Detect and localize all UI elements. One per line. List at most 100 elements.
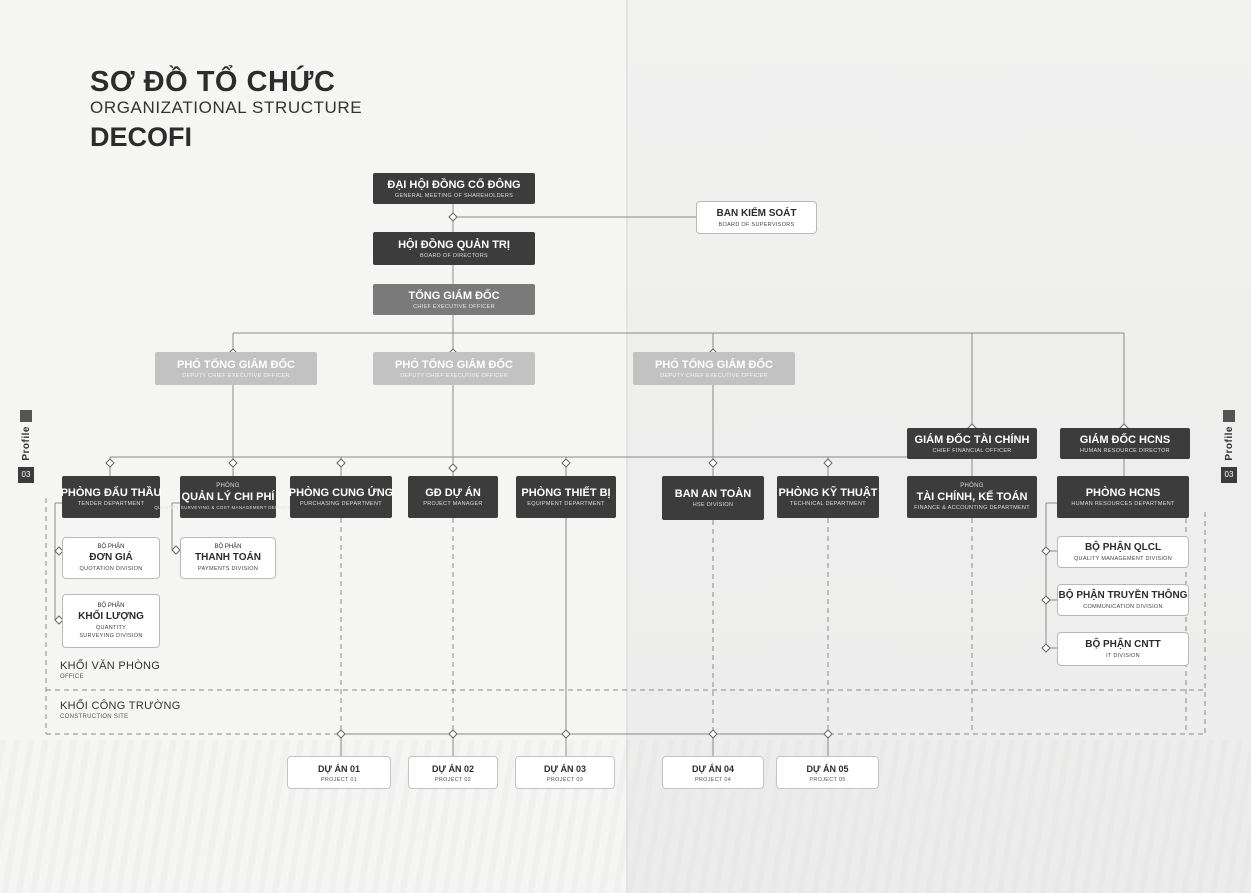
node-label: BỘ PHẬN TRUYỀN THÔNG [1058, 590, 1188, 601]
node-it-division: BỘ PHẬN CNTT IT DIVISION [1057, 632, 1189, 666]
node-sublabel: BOARD OF DIRECTORS [420, 252, 488, 259]
node-label: ĐẠI HỘI ĐỒNG CỔ ĐÔNG [387, 178, 521, 191]
node-label: PHÓ TỔNG GIÁM ĐỐC [395, 358, 513, 371]
node-equipment: PHÒNG THIẾT BỊ EQUIPMENT DEPARTMENT [516, 476, 616, 518]
page-title: SƠ ĐỒ TỔ CHỨC [90, 66, 336, 98]
node-label: PHÒNG ĐẤU THẦU [60, 487, 162, 499]
node-finance: PHÒNG TÀI CHÍNH, KẾ TOÁN FINANCE & ACCOU… [907, 476, 1037, 518]
node-project-manager: GĐ DỰ ÁN PROJECT MANAGER [408, 476, 498, 518]
right-tab-number: 03 [1221, 466, 1237, 483]
node-sublabel: PROJECT MANAGER [423, 501, 483, 507]
node-supervisors: BAN KIỂM SOÁT BOARD OF SUPERVISORS [696, 201, 817, 234]
node-label: TỔNG GIÁM ĐỐC [408, 289, 500, 302]
node-sublabel: COMMUNICATION DIVISION [1083, 604, 1163, 610]
node-cost-management: PHÒNG QUẢN LÝ CHI PHÍ QUANTITY SURVEYING… [154, 476, 302, 518]
node-project: DỰ ÁN 02 PROJECT 02 [408, 756, 498, 789]
node-project: DỰ ÁN 01 PROJECT 01 [287, 756, 391, 789]
page-fold [626, 0, 628, 893]
node-board: HỘI ĐỒNG QUẢN TRỊ BOARD OF DIRECTORS [373, 232, 535, 265]
left-profile-tab[interactable]: Profile 03 [18, 410, 34, 483]
node-sublabel: DEPUTY CHIEF EXECUTIVE OFFICER [182, 372, 290, 379]
zone-sublabel: OFFICE [60, 674, 84, 680]
node-label: PHÓ TỔNG GIÁM ĐỐC [655, 358, 773, 371]
zone-construction-site: KHỐI CÔNG TRƯỜNG CONSTRUCTION SITE [60, 700, 181, 722]
node-project: DỰ ÁN 03 PROJECT 03 [515, 756, 615, 789]
node-kicker: PHÒNG [960, 483, 984, 489]
page-subtitle: ORGANIZATIONAL STRUCTURE [90, 98, 363, 117]
node-project: DỰ ÁN 05 PROJECT 05 [776, 756, 879, 789]
node-label: BỘ PHẬN CNTT [1085, 639, 1161, 650]
building-icon [20, 410, 32, 422]
building-icon [1223, 410, 1235, 422]
node-hse: BAN AN TOÀN HSE DIVISION [662, 476, 764, 520]
node-sublabel: PURCHASING DEPARTMENT [300, 501, 382, 507]
project-sublabel: PROJECT 04 [694, 776, 732, 783]
node-label: BAN AN TOÀN [674, 488, 752, 500]
node-label: PHÓ TỔNG GIÁM ĐỐC [177, 358, 295, 371]
node-hr-director: GIÁM ĐỐC HCNS HUMAN RESOURCE DIRECTOR [1060, 428, 1190, 459]
company-name: DECOFI [90, 122, 193, 152]
node-ceo: TỔNG GIÁM ĐỐC CHIEF EXECUTIVE OFFICER [373, 284, 535, 315]
node-sublabel: HUMAN RESOURCE DIRECTOR [1080, 447, 1170, 454]
node-sublabel-2: SURVEYING DIVISION [79, 633, 143, 639]
zone-label: KHỐI CÔNG TRƯỜNG [60, 700, 181, 712]
node-technical: PHÒNG KỸ THUẬT TECHNICAL DEPARTMENT [777, 476, 879, 518]
project-sublabel: PROJECT 01 [320, 776, 358, 783]
node-sublabel: CHIEF EXECUTIVE OFFICER [413, 303, 495, 310]
node-label: THANH TOÁN [195, 552, 261, 563]
node-kicker: BỘ PHẬN [214, 544, 242, 550]
node-deputy-1: PHÓ TỔNG GIÁM ĐỐC DEPUTY CHIEF EXECUTIVE… [155, 352, 317, 385]
node-sublabel: FINANCE & ACCOUNTING DEPARTMENT [914, 505, 1030, 511]
project-label: DỰ ÁN 03 [544, 763, 586, 774]
node-label: GIÁM ĐỐC HCNS [1079, 433, 1171, 446]
node-label: PHÒNG THIẾT BỊ [521, 487, 611, 499]
node-payment-division: BỘ PHẬN THANH TOÁN PAYMENTS DIVISION [180, 537, 276, 579]
node-sublabel: QUALITY MANAGEMENT DIVISION [1073, 556, 1173, 562]
node-communication-division: BỘ PHẬN TRUYỀN THÔNG COMMUNICATION DIVIS… [1057, 584, 1189, 616]
node-label: PHÒNG CUNG ỨNG [288, 487, 394, 499]
node-sublabel: HSE DIVISION [692, 502, 734, 508]
node-deputy-2: PHÓ TỔNG GIÁM ĐỐC DEPUTY CHIEF EXECUTIVE… [373, 352, 535, 385]
node-label: HỘI ĐỒNG QUẢN TRỊ [398, 238, 510, 251]
node-sublabel: PAYMENTS DIVISION [197, 566, 259, 572]
node-sublabel: GENERAL MEETING OF SHAREHOLDERS [394, 192, 514, 199]
node-quotation-division: BỘ PHẬN ĐƠN GIÁ QUOTATION DIVISION [62, 537, 160, 579]
node-shareholders: ĐẠI HỘI ĐỒNG CỔ ĐÔNG GENERAL MEETING OF … [373, 173, 535, 204]
node-label: KHỐI LƯỢNG [78, 611, 144, 622]
node-kicker: PHÒNG [216, 483, 240, 489]
node-sublabel: TECHNICAL DEPARTMENT [790, 501, 866, 507]
zone-sublabel: CONSTRUCTION SITE [60, 714, 129, 720]
right-profile-tab[interactable]: Profile 03 [1221, 410, 1237, 483]
node-kicker: BỘ PHẬN [97, 544, 125, 550]
page-left-background [0, 0, 627, 893]
left-tab-number: 03 [18, 466, 34, 483]
node-sublabel: QUANTITY [95, 625, 127, 631]
node-sublabel: EQUIPMENT DEPARTMENT [527, 501, 605, 507]
node-sublabel: TENDER DEPARTMENT [77, 501, 145, 507]
node-label: TÀI CHÍNH, KẾ TOÁN [916, 491, 1028, 503]
node-label: QUẢN LÝ CHI PHÍ [181, 491, 275, 503]
project-sublabel: PROJECT 05 [809, 776, 846, 783]
node-project: DỰ ÁN 04 PROJECT 04 [662, 756, 764, 789]
node-sublabel: QUANTITY SURVEYING & COST MANAGEMENT DEP… [154, 505, 302, 510]
zone-label: KHỐI VĂN PHÒNG [60, 660, 161, 672]
project-sublabel: PROJECT 02 [434, 776, 472, 783]
node-label: BAN KIỂM SOÁT [716, 207, 797, 219]
node-label: GĐ DỰ ÁN [425, 487, 481, 499]
node-sublabel: DEPUTY CHIEF EXECUTIVE OFFICER [660, 372, 768, 379]
project-label: DỰ ÁN 02 [432, 763, 474, 774]
node-tender: PHÒNG ĐẤU THẦU TENDER DEPARTMENT [60, 476, 162, 518]
node-sublabel: IT DIVISION [1106, 653, 1140, 659]
node-label: BỘ PHẬN QLCL [1084, 542, 1162, 553]
node-sublabel: DEPUTY CHIEF EXECUTIVE OFFICER [400, 372, 508, 379]
node-sublabel: BOARD OF SUPERVISORS [718, 221, 795, 228]
title-block: SƠ ĐỒ TỔ CHỨC ORGANIZATIONAL STRUCTURE D… [90, 66, 362, 154]
node-label: PHÒNG HCNS [1085, 487, 1161, 499]
zone-office: KHỐI VĂN PHÒNG OFFICE [60, 660, 160, 682]
node-cfo: GIÁM ĐỐC TÀI CHÍNH CHIEF FINANCIAL OFFIC… [907, 428, 1037, 459]
node-sublabel: HUMAN RESOURCES DEPARTMENT [1071, 501, 1175, 507]
project-label: DỰ ÁN 01 [318, 763, 360, 774]
node-label: PHÒNG KỸ THUẬT [778, 487, 878, 499]
node-label: ĐƠN GIÁ [89, 552, 133, 563]
